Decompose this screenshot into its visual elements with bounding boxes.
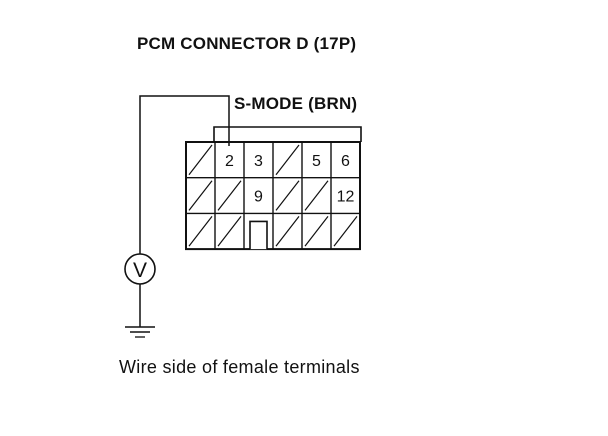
- empty-cavity-hatch: [333, 216, 358, 247]
- terminal-number: 5: [312, 153, 321, 170]
- wire-label: S-MODE (BRN): [234, 94, 358, 113]
- voltmeter-icon: V: [124, 253, 156, 285]
- empty-cavity-hatch: [275, 216, 300, 247]
- empty-cavity-hatch: [275, 180, 300, 211]
- terminal-number: 12: [337, 189, 355, 206]
- empty-cavity-hatch: [188, 180, 213, 211]
- empty-cavity-hatch: [217, 216, 242, 247]
- empty-cavity-hatch: [304, 216, 329, 247]
- diagram-caption: Wire side of female terminals: [119, 357, 360, 377]
- empty-cavity-hatch: [275, 144, 300, 176]
- terminal-number: 6: [341, 153, 350, 170]
- empty-cavity-hatch: [188, 144, 213, 176]
- empty-cavity-hatch: [304, 180, 329, 211]
- diagram-title: PCM CONNECTOR D (17P): [137, 34, 357, 53]
- ground-icon: [125, 284, 155, 338]
- probe-wire: [139, 95, 230, 254]
- connector-lock-tab: [213, 126, 362, 142]
- empty-cavity-hatch: [217, 180, 242, 211]
- terminal-number: 2: [225, 153, 234, 170]
- connector-d: 2 3 5 6 9 12: [185, 126, 362, 251]
- empty-cavity-hatch: [188, 216, 213, 247]
- terminal-number: 3: [254, 153, 263, 170]
- connector-key-notch: [249, 220, 268, 250]
- terminal-number: 9: [254, 189, 263, 206]
- voltmeter-symbol: V: [133, 259, 147, 282]
